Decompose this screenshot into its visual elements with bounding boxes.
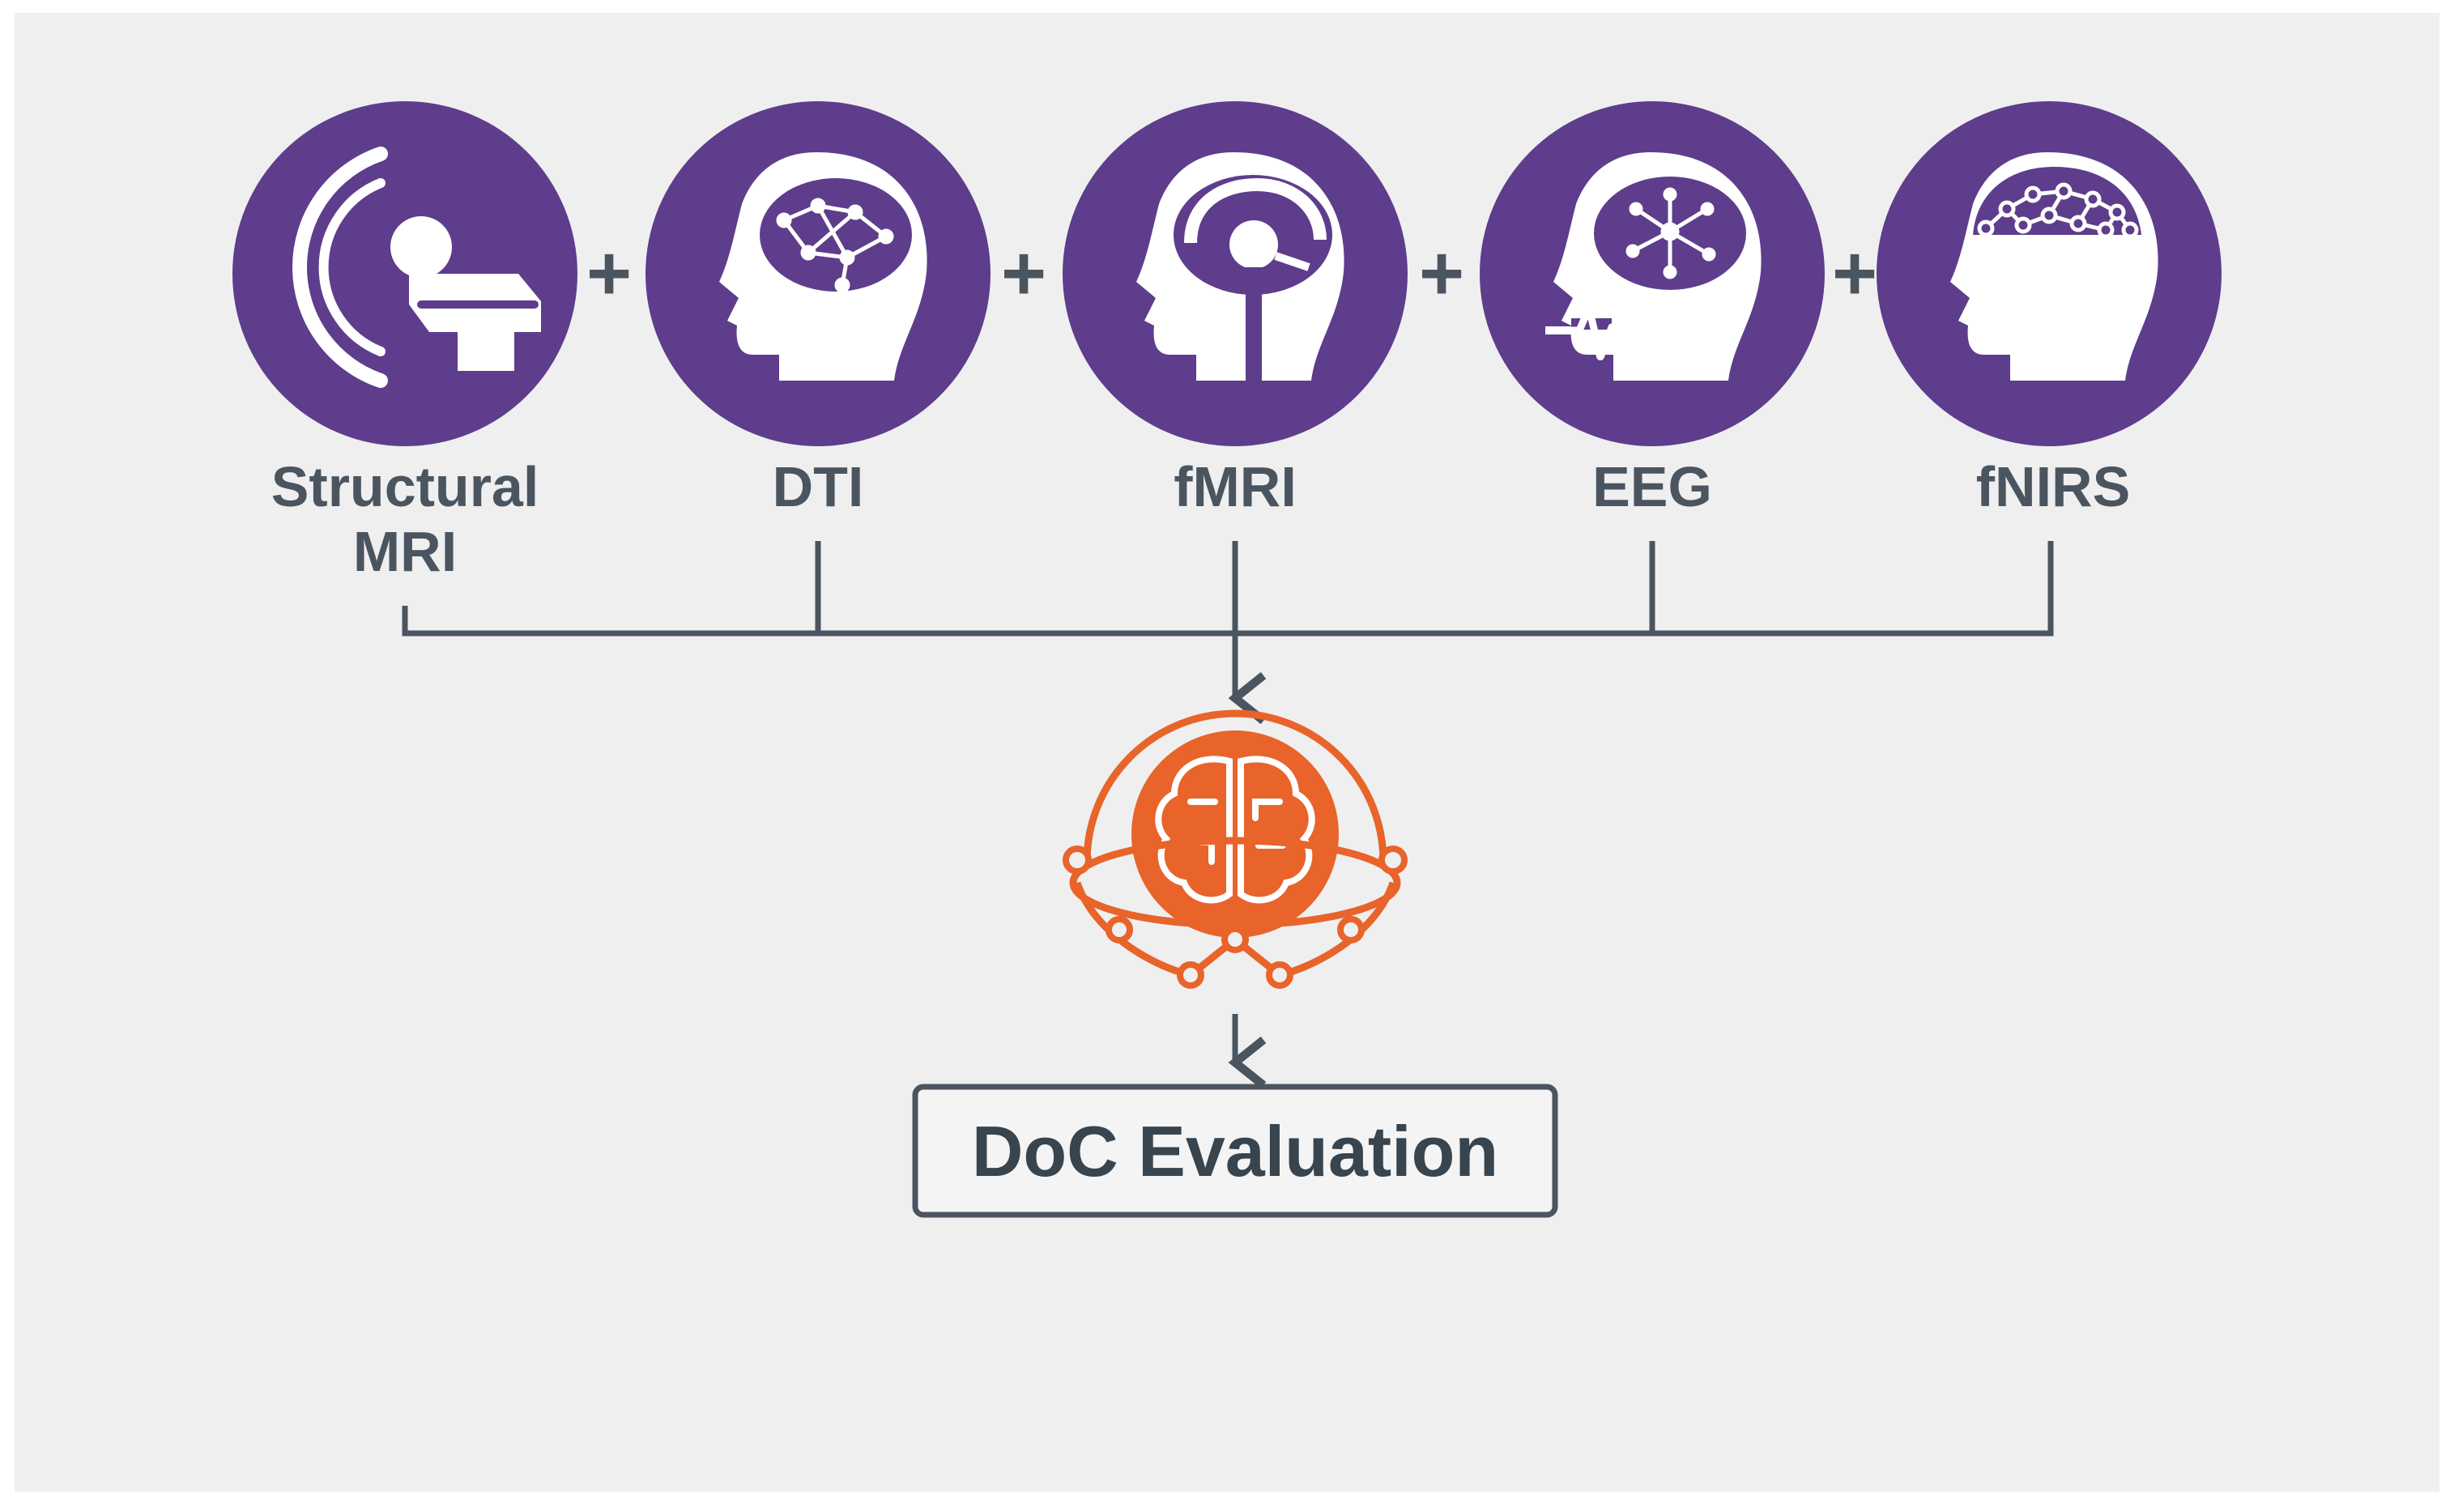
head-brain-network-icon — [719, 152, 927, 381]
modality-fnirs — [1877, 101, 2222, 446]
modality-circle — [232, 101, 577, 446]
plus-operator: + — [1001, 230, 1046, 317]
head-optode-network-icon — [1950, 152, 2158, 381]
modality-structural-mri — [232, 101, 577, 446]
head-brain-eeg-icon — [1545, 152, 1762, 381]
modality-fmri — [1063, 101, 1408, 446]
plus-operator: + — [1419, 230, 1464, 317]
plus-operator: + — [586, 230, 632, 317]
merge-connector — [402, 541, 2054, 725]
modality-dti — [645, 101, 991, 446]
mri-scanner-icon — [292, 147, 541, 388]
label-structural-mri-line2: MRI — [353, 520, 457, 583]
output-box: DoC Evaluation — [912, 1084, 1558, 1218]
ai-brain-network-icon — [1063, 709, 1408, 989]
label-eeg: EEG — [1592, 455, 1712, 518]
output-label: DoC Evaluation — [972, 1111, 1498, 1191]
label-structural-mri-line1: Structural — [271, 455, 539, 518]
label-fmri: fMRI — [1174, 455, 1297, 518]
plus-operator: + — [1832, 230, 1877, 317]
label-dti: DTI — [773, 455, 864, 518]
label-fnirs: fNIRS — [1976, 455, 2131, 518]
head-brain-section-icon — [1136, 152, 1344, 381]
modality-eeg — [1480, 101, 1825, 446]
